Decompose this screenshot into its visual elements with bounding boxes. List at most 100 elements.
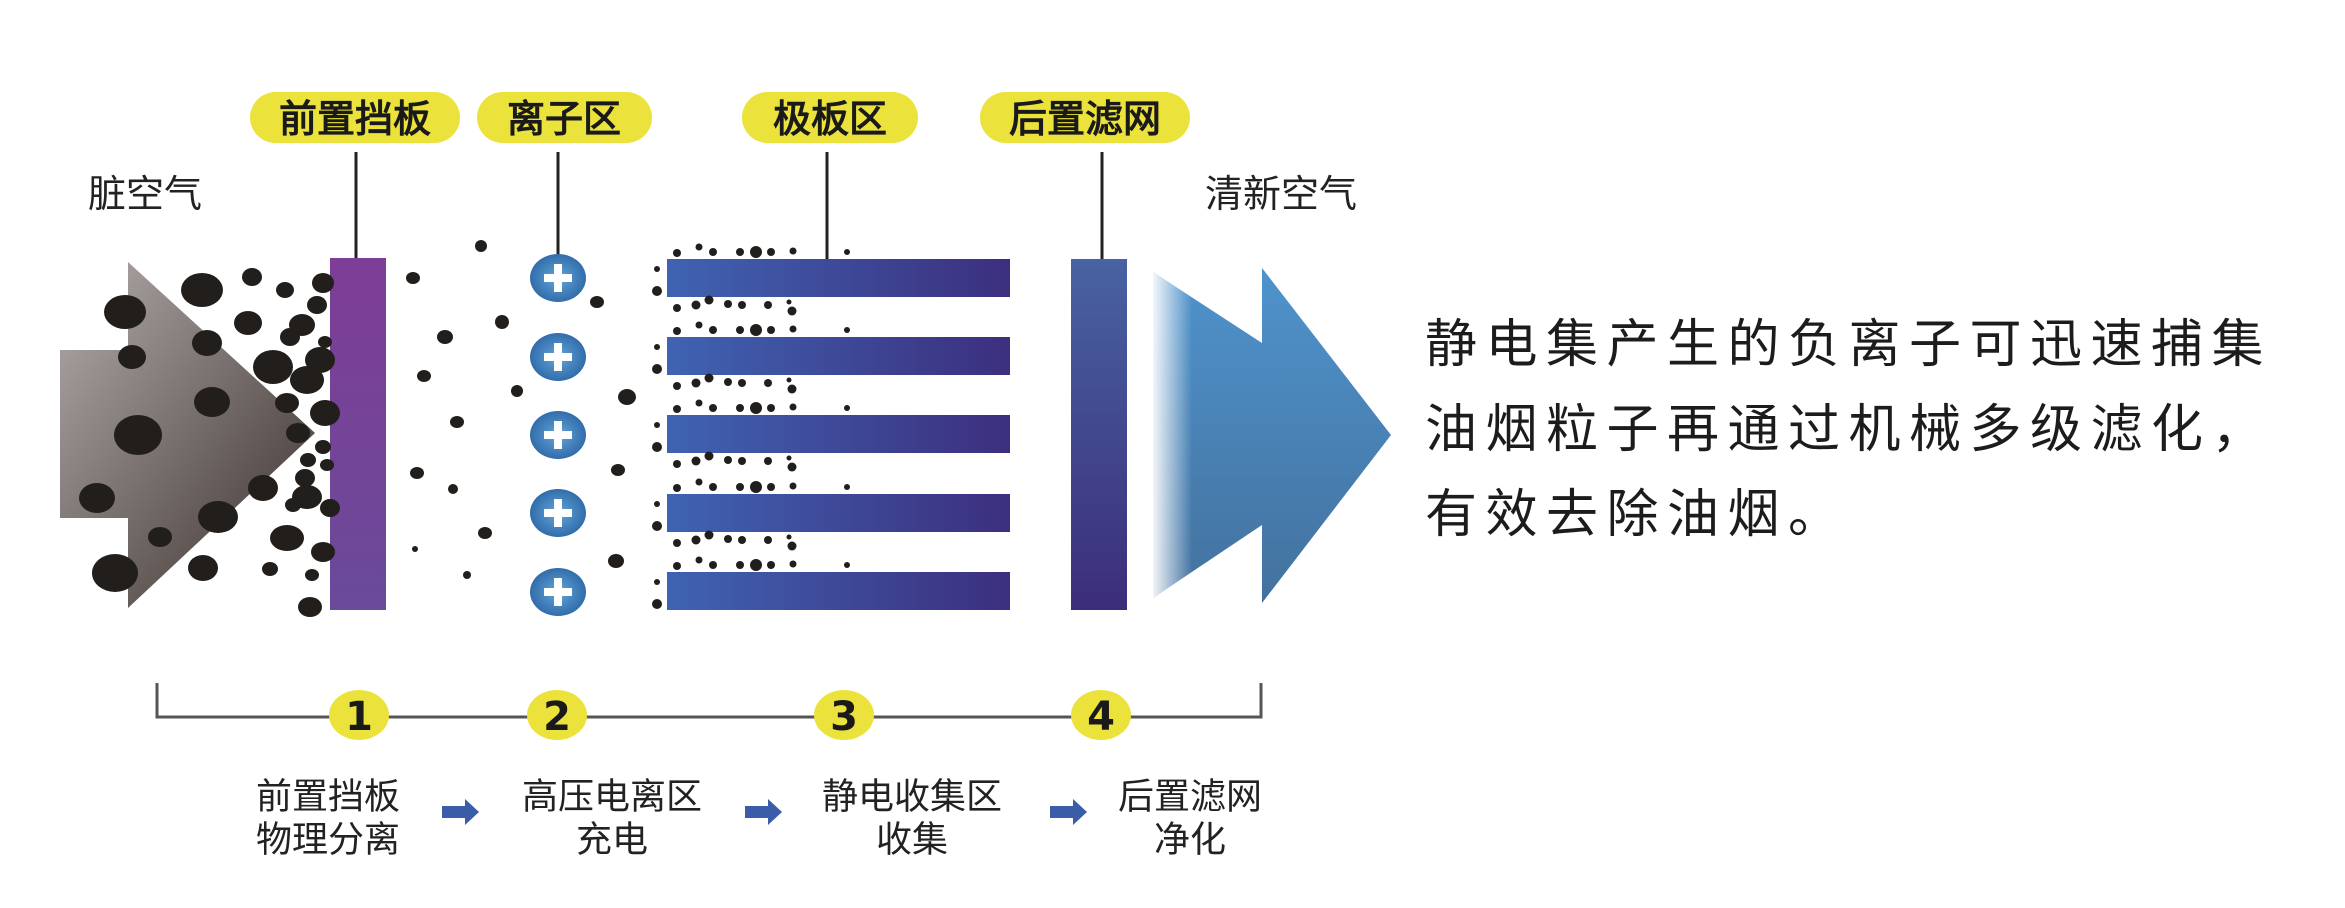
captured-particle xyxy=(691,378,701,388)
particles-layer xyxy=(79,240,636,617)
particle xyxy=(406,272,420,284)
captured-particle xyxy=(673,304,681,312)
front-baffle xyxy=(330,258,386,610)
particle xyxy=(192,330,222,356)
captured-particle xyxy=(844,327,850,333)
ion-emitter xyxy=(530,489,586,537)
particle xyxy=(262,562,278,576)
captured-particle xyxy=(709,483,717,491)
particle xyxy=(320,459,334,471)
particle xyxy=(253,350,293,384)
captured-particle xyxy=(654,579,660,585)
step-number-3: 3 xyxy=(814,690,874,740)
particle xyxy=(463,571,471,579)
captured-particle xyxy=(673,405,681,413)
particle xyxy=(412,546,418,552)
step-caption-2: 高压电离区 充电 xyxy=(522,777,702,861)
captured-particle xyxy=(673,327,681,335)
tag-pill xyxy=(250,92,460,143)
ion-emitter xyxy=(530,568,586,616)
captured-particle xyxy=(652,599,662,609)
captured-particle xyxy=(786,299,792,305)
step-number-badge xyxy=(814,690,874,740)
captured-particle xyxy=(750,324,762,336)
captured-particle xyxy=(786,377,792,383)
tag-label: 离子区 xyxy=(507,97,621,141)
captured-particle xyxy=(844,405,850,411)
clean-air-arrow xyxy=(1153,268,1391,603)
stage-tag-4: 后置滤网 xyxy=(980,92,1190,259)
captured-particle xyxy=(691,535,701,545)
captured-particle xyxy=(844,562,850,568)
dirty-air-arrow xyxy=(60,262,315,608)
particle xyxy=(478,527,492,539)
tag-label: 极板区 xyxy=(773,97,887,141)
captured-particle xyxy=(738,457,746,465)
ion-zone xyxy=(530,254,586,616)
tag-pill xyxy=(980,92,1190,143)
particle xyxy=(320,499,340,517)
step-action: 收集 xyxy=(876,820,948,861)
captured-particle xyxy=(786,534,792,540)
particle xyxy=(276,282,294,298)
particle xyxy=(450,416,464,428)
collector-plate xyxy=(667,415,1010,453)
particle xyxy=(312,273,334,293)
particle xyxy=(300,453,316,467)
captured-particle xyxy=(750,402,762,414)
particle xyxy=(92,554,138,592)
captured-particle xyxy=(695,478,703,486)
captured-particle xyxy=(736,404,744,412)
captured-particle xyxy=(764,536,772,544)
captured-particle xyxy=(654,266,660,272)
step-number-text: 2 xyxy=(543,694,571,740)
particle xyxy=(608,554,624,568)
plus-icon xyxy=(544,578,572,606)
captured-particle xyxy=(767,561,775,569)
particle xyxy=(290,366,324,394)
particle xyxy=(286,423,310,443)
rear-filter xyxy=(1071,259,1127,610)
captured-particle xyxy=(691,456,701,466)
particle xyxy=(417,370,431,382)
captured-particle xyxy=(709,248,717,256)
collector-plate xyxy=(667,494,1010,532)
step-action: 物理分离 xyxy=(256,820,400,861)
particle xyxy=(280,328,300,346)
particle xyxy=(198,501,238,533)
captured-particle xyxy=(652,286,662,296)
step-number-2: 2 xyxy=(527,690,587,740)
captured-particle xyxy=(750,481,762,493)
captured-particle xyxy=(736,483,744,491)
captured-particle xyxy=(767,404,775,412)
particle xyxy=(188,555,218,581)
captured-particle xyxy=(704,295,714,305)
captured-particle xyxy=(750,246,762,258)
ion-emitter xyxy=(530,254,586,302)
stage-tag-3: 极板区 xyxy=(742,92,918,259)
particle xyxy=(104,295,146,329)
captured-particle xyxy=(764,457,772,465)
arrow-right-icon xyxy=(1050,799,1087,825)
plus-icon-bar xyxy=(554,499,562,527)
particle xyxy=(114,415,162,455)
step-title: 前置挡板 xyxy=(256,777,400,818)
collector-plate xyxy=(667,259,1010,297)
captured-particle xyxy=(787,462,797,472)
arrow-right-icon xyxy=(745,799,782,825)
captured-particle xyxy=(704,451,714,461)
captured-particle xyxy=(738,379,746,387)
dirty-air-label: 脏空气 xyxy=(88,172,202,216)
particle xyxy=(410,467,424,479)
captured-particle xyxy=(787,384,797,394)
particle xyxy=(475,240,487,252)
captured-particle xyxy=(709,404,717,412)
collector-plate xyxy=(667,337,1010,375)
step-number-badge xyxy=(1071,690,1131,740)
plus-icon xyxy=(544,343,572,371)
captured-particle xyxy=(738,301,746,309)
particle xyxy=(307,296,327,314)
particle xyxy=(305,569,319,581)
captured-particle xyxy=(673,460,681,468)
